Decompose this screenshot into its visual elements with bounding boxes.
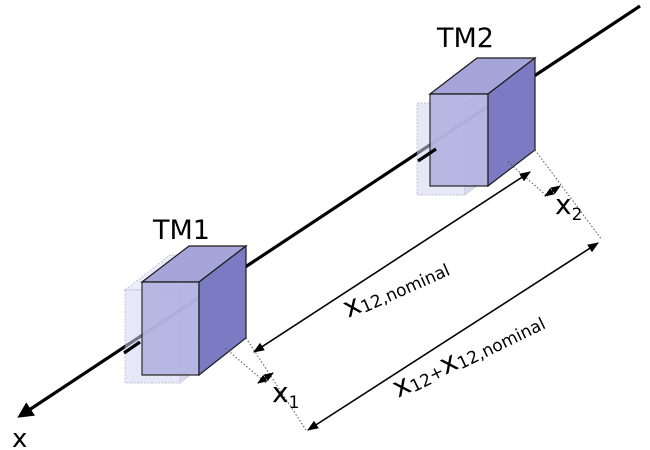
x12-total-sub2: 12,nominal bbox=[454, 314, 549, 374]
x12-total-label: x12+x12,nominal bbox=[387, 303, 549, 405]
x1-sub: 1 bbox=[289, 393, 300, 413]
tm1-label: TM1 bbox=[152, 215, 210, 246]
x2-label: x2 bbox=[555, 188, 582, 225]
tm2-front-face bbox=[429, 93, 489, 187]
tm1-front-face bbox=[141, 281, 200, 376]
x1-main: x bbox=[272, 376, 289, 409]
tm2-label: TM2 bbox=[436, 23, 494, 54]
extension-lines bbox=[224, 149, 603, 431]
axis-segment-front-tm1 bbox=[123, 340, 141, 355]
x12-total-arrow bbox=[307, 242, 599, 431]
axis-label: x bbox=[12, 424, 27, 450]
x2-main: x bbox=[555, 188, 572, 221]
tm1-cube bbox=[123, 244, 248, 384]
x2-arrow bbox=[544, 185, 561, 197]
tm2-cube bbox=[416, 56, 537, 196]
axis-segment-front-tm2 bbox=[417, 147, 437, 163]
x2-sub: 2 bbox=[572, 205, 583, 225]
x12-nominal-sub: 12,nominal bbox=[358, 261, 453, 318]
axis-line bbox=[17, 4, 641, 418]
x1-arrow bbox=[257, 372, 274, 384]
x12-nominal-arrow bbox=[253, 171, 531, 353]
x1-label: x1 bbox=[272, 376, 299, 413]
